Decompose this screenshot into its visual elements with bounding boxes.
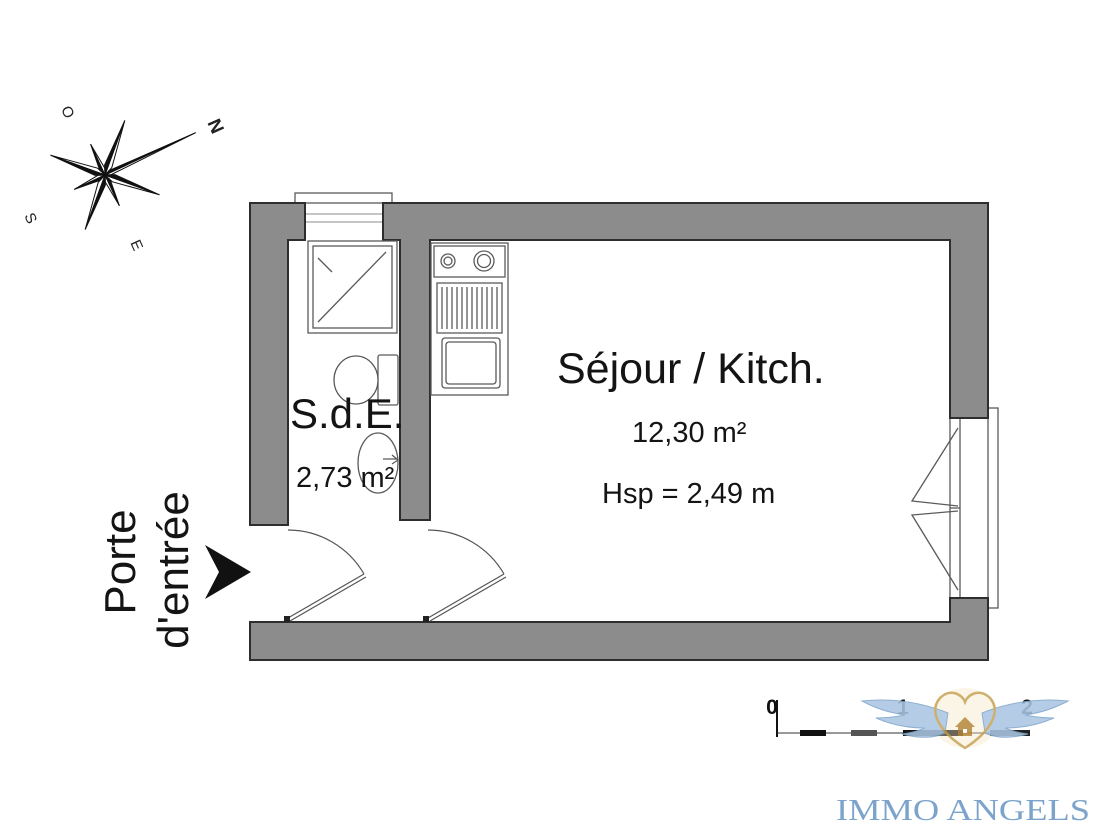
door-swing-arc <box>287 529 365 575</box>
entrance-label: Porte d'entrée <box>96 491 198 649</box>
window-casement <box>910 510 959 591</box>
logo-house-window <box>963 729 967 733</box>
door-leaf <box>289 576 367 622</box>
entrance-arrow-icon <box>205 545 251 599</box>
logo-house-roof-icon <box>955 717 975 727</box>
door-leaf <box>429 576 507 622</box>
window-casement <box>910 427 959 507</box>
shower <box>307 240 398 334</box>
shower-slope <box>317 251 387 323</box>
logo: IMMO ANGELS <box>836 688 1090 827</box>
entrance-door <box>284 529 367 622</box>
bathroom-door <box>423 529 507 622</box>
washbasin-bowl <box>357 432 399 494</box>
door-jamb <box>284 616 290 622</box>
walls <box>249 202 989 661</box>
wall-bottom <box>249 597 989 661</box>
compass-west-label: O <box>57 104 77 122</box>
wall-left <box>249 202 306 526</box>
compass-arm <box>104 120 126 176</box>
compass-star <box>50 120 196 230</box>
window-sill <box>294 192 393 204</box>
washbasin <box>357 432 400 494</box>
door-swing-arc <box>427 529 505 575</box>
logo-name: IMMO ANGELS <box>836 792 1090 827</box>
room-area-sde: 2,73 m² <box>296 462 395 494</box>
compass-arm <box>50 154 106 176</box>
entrance-label-line2: d'entrée <box>149 491 198 649</box>
toilet-bowl <box>333 355 379 405</box>
toilet <box>333 354 399 406</box>
logo-wing-left <box>860 699 949 738</box>
scale-segment <box>851 730 877 736</box>
door-leaf <box>427 573 505 619</box>
compass-rose: O N S E <box>21 104 228 254</box>
compass-east-label: E <box>127 237 147 253</box>
kitchenette <box>430 242 509 396</box>
room-name-sejour: Séjour / Kitch. <box>557 345 825 393</box>
entrance-label-line1: Porte <box>96 509 145 614</box>
window-sill <box>987 407 999 609</box>
logo-wing-right <box>981 699 1070 738</box>
wall-top-right-partition <box>382 202 989 521</box>
burner-large-inner <box>476 253 492 269</box>
sink-basin-inner <box>445 341 497 385</box>
shower-mark <box>317 257 333 273</box>
room-name-sde: S.d.E. <box>290 390 404 437</box>
compass-north-label: N <box>203 116 228 137</box>
window-living-room <box>910 407 999 609</box>
logo-heart <box>934 691 996 750</box>
compass-south-label: S <box>21 210 41 226</box>
sink-drainer-ridges <box>441 287 498 329</box>
scale-segment <box>800 730 826 736</box>
room-area-sejour: 12,30 m² <box>632 417 747 449</box>
door-leaf <box>287 573 365 619</box>
scale-tick-label-0: 0 <box>766 696 778 719</box>
sink-drainer <box>436 282 503 334</box>
compass-arm <box>104 174 160 196</box>
washbasin-tap <box>383 454 400 465</box>
door-jamb <box>423 616 429 622</box>
burner-small-inner <box>443 256 453 266</box>
compass-arm <box>84 174 106 230</box>
window-bathroom <box>294 192 393 223</box>
ceiling-height-sejour: Hsp = 2,49 m <box>602 478 775 510</box>
